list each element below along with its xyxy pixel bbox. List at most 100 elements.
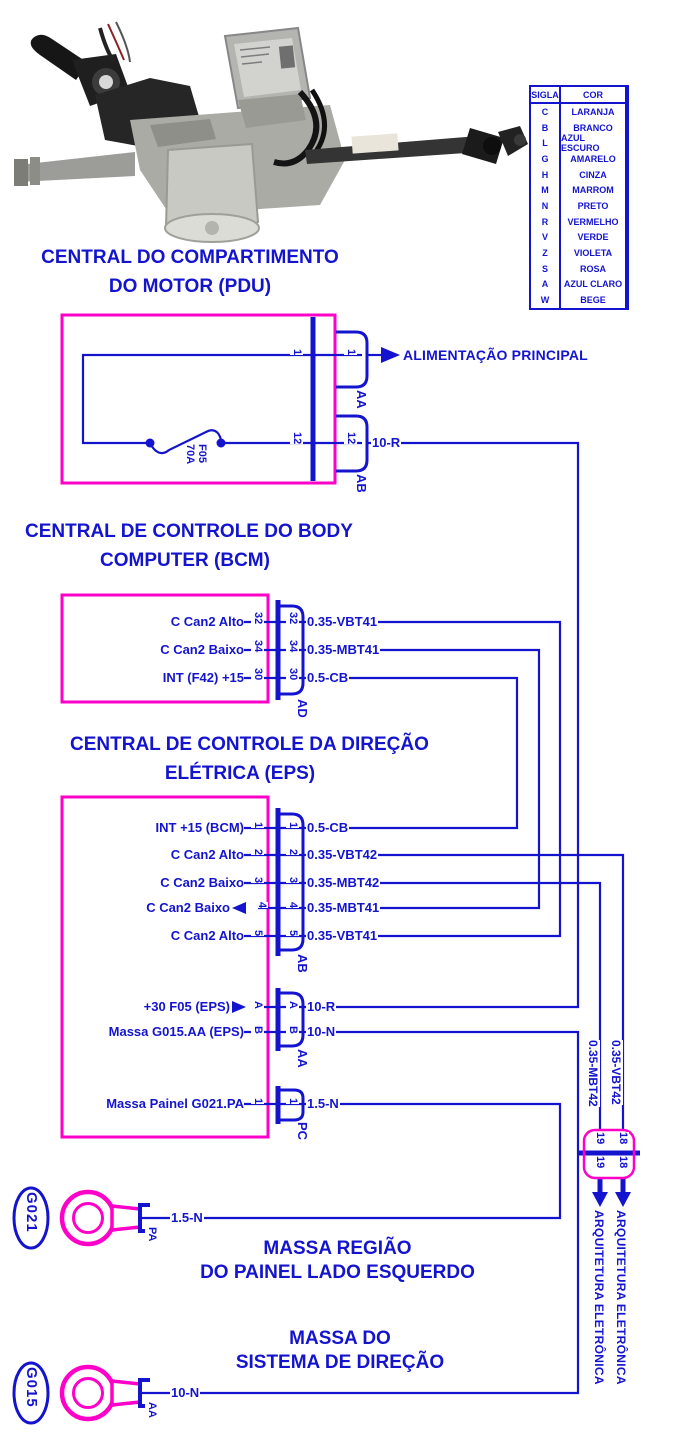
g015-ring-inner [72, 1377, 104, 1409]
eps-wire-10r-label: 10-R [306, 999, 337, 1015]
eps-pin5-label: C Can2 Alto [170, 928, 244, 943]
pdu-pin12-number-connector: 12 [344, 432, 357, 445]
wire-vbt41 [244, 620, 562, 938]
eps-pc-pin1-number-inner: 1 [251, 1098, 264, 1105]
branch-arrowhead-19 [592, 1192, 608, 1207]
pdu-connector-aa-label: AA [354, 390, 369, 409]
legend-code: G [541, 153, 549, 164]
eps-pin3-number-inner: 3 [251, 877, 264, 884]
legend-code: W [540, 295, 550, 306]
bcm-wire-cb-label: 0.5-CB [306, 670, 350, 686]
branch-wire-vbt42-label: 0.35-VBT42 [609, 1040, 623, 1105]
eps-wire-cb-label: 0.5-CB [306, 820, 350, 836]
bcm-pin30-number-connector: 30 [286, 668, 299, 681]
eps-pin1-label: INT +15 (BCM) [155, 820, 244, 835]
g015-wire-10n-label: 10-N [170, 1385, 201, 1401]
eps-pin4-number-connector: 4 [286, 902, 299, 909]
bcm-title-line2: COMPUTER (BCM) [100, 550, 270, 571]
legend-color: VERMELHO [559, 213, 625, 230]
bcm-wire-vbt41-label: 0.35-VBT41 [306, 614, 379, 630]
pdu-title-line2: DO MOTOR (PDU) [108, 276, 272, 297]
branch-pin18-lower: 18 [616, 1156, 629, 1169]
g015-caption-line1: MASSA DO [289, 1328, 391, 1349]
g021-stem [110, 1204, 142, 1232]
eps-pc-pin1-label: Massa Painel G021.PA [106, 1096, 244, 1111]
fuse-rating: 70A [184, 444, 196, 465]
eps-wire-mbt42-label: 0.35-MBT42 [306, 875, 381, 891]
eps-pin1-number-inner: 1 [251, 822, 264, 829]
pdu-title-line1: CENTRAL DO COMPARTIMENTO [41, 247, 339, 268]
wires [81, 353, 625, 1395]
legend-color: MARROM [559, 182, 625, 199]
bcm-pin32-label: C Can2 Alto [170, 614, 244, 629]
wire-05cb [244, 676, 519, 830]
eps-box [60, 795, 270, 1139]
bcm-pin34-label: C Can2 Baixo [160, 642, 244, 657]
legend-color: CINZA [559, 166, 625, 183]
eps-connector-ab-label: AB [295, 954, 310, 973]
connector-brackets [278, 330, 369, 1122]
eps-pin2-label: C Can2 Alto [170, 847, 244, 862]
eps-connector-ab-bracket [278, 812, 305, 952]
alimentacao-principal-label: ALIMENTAÇÃO PRINCIPAL [403, 347, 588, 363]
bcm-pin30-label: INT (F42) +15 [162, 670, 244, 685]
wire-mbt41 [244, 648, 541, 910]
eps-pin5-number-inner: 5 [251, 930, 264, 937]
legend-code: L [542, 138, 548, 149]
legend-color: LARANJA [559, 104, 625, 120]
inline-connector-18-19 [582, 1128, 636, 1180]
branch-pin18-upper: 18 [616, 1132, 629, 1145]
wire-vbt42 [244, 853, 625, 1130]
legend-code: M [541, 185, 549, 196]
eps-connector-aa-bracket [278, 991, 305, 1048]
g015-terminal-aa-label: AA [145, 1402, 158, 1418]
legend-row: C LARANJA [531, 104, 625, 120]
bcm-pin34-number-connector: 34 [286, 640, 299, 653]
pdu-connector-ab-label: AB [354, 474, 369, 493]
eps-wire-vbt41-label: 0.35-VBT41 [306, 928, 379, 944]
pdu-box [60, 313, 337, 485]
branch-pin19-lower: 19 [593, 1156, 606, 1169]
legend-code: C [541, 106, 549, 117]
eps-connector-pc-bracket [278, 1088, 305, 1122]
eps-pin3-number-connector: 3 [286, 877, 299, 884]
g021-ring-inner [72, 1202, 104, 1234]
legend-code: H [541, 169, 549, 180]
ground-terminal-g021 [12, 1186, 150, 1250]
branch-pin19-upper: 19 [593, 1132, 606, 1145]
pdu-wire-10r-label: 10-R [371, 435, 402, 451]
eps-pin4-label: C Can2 Baixo [146, 900, 230, 915]
legend-color: AMARELO [559, 151, 625, 167]
eps-pin2-number-connector: 2 [286, 849, 299, 856]
eps-pin-a-arrowhead [232, 1001, 246, 1013]
legend-color: VERDE [559, 229, 625, 246]
legend-header-cor: COR [559, 87, 625, 102]
eps-pinb-label: Massa G015.AA (EPS) [108, 1024, 244, 1039]
pdu-pin12-number-inner: 12 [290, 432, 303, 445]
eps-wire-15n-label: 1.5-N [306, 1096, 340, 1112]
wire-10r [254, 441, 580, 1009]
connector-interface-bars [275, 317, 640, 1192]
bcm-pin32-number-inner: 32 [251, 612, 264, 625]
fuse-name: F05 [196, 444, 208, 463]
bcm-connector-ad-bracket [278, 604, 305, 696]
eps-title-line2: ELÉTRICA (EPS) [164, 763, 316, 784]
g021-caption-line2: DO PAINEL LADO ESQUERDO [200, 1262, 475, 1283]
eps-pina-label: +30 F05 (EPS) [143, 999, 230, 1014]
pdu-pin1-number-connector: 1 [344, 349, 357, 356]
legend-color: AZUL CLARO [559, 276, 625, 293]
legend-code: N [541, 200, 549, 211]
fuse-f05-element [149, 429, 223, 455]
eps-wire-10n-label: 10-N [306, 1024, 337, 1040]
g015-id-label: G015 [23, 1367, 40, 1408]
eps-wire-vbt42-label: 0.35-VBT42 [306, 847, 379, 863]
legend-code: B [541, 122, 549, 133]
wire-pdu-internal [81, 353, 362, 445]
